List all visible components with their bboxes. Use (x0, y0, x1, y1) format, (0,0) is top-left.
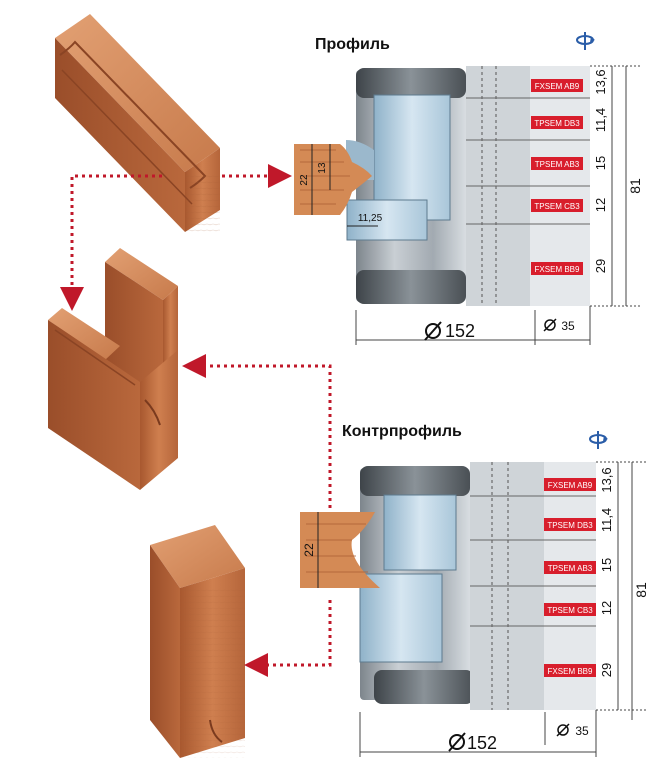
profile-dimension-texts: 13,6 11,4 15 12 29 81 152 35 22 13 11,25 (299, 69, 643, 341)
bore-label: 35 (561, 319, 575, 333)
workpiece-height-label: 22 (299, 174, 310, 186)
arrow-counter-to-joint (182, 354, 332, 515)
rotation-arrow-icon (576, 32, 595, 50)
profiled-rail-piece (55, 14, 220, 232)
stile-piece (150, 525, 245, 758)
thickness-label: 13,6 (593, 69, 608, 94)
cutter-label: FXSEM AB9 (535, 82, 580, 91)
thickness-label: 12 (593, 198, 608, 212)
cutter-label: FXSEM AB9 (548, 481, 593, 490)
frame-joint-piece (48, 248, 178, 490)
diameter-label: 152 (445, 321, 475, 341)
cutter-label: TPSEM DB3 (534, 119, 580, 128)
cutter-label: TPSEM AB3 (548, 564, 593, 573)
cutter-label: TPSEM AB3 (535, 160, 580, 169)
diameter-label: 152 (467, 733, 497, 753)
workpiece-height-label: 22 (302, 543, 316, 557)
total-thickness-label: 81 (633, 582, 649, 598)
cutter-label: FXSEM BB9 (535, 265, 580, 274)
arrow-rail-to-joint (60, 174, 162, 311)
rotation-arrow-icon (589, 431, 608, 449)
profile-cutter-labels[interactable]: FXSEM AB9 TPSEM DB3 TPSEM AB3 TPSEM CB3 … (531, 79, 583, 275)
thickness-label: 11,4 (599, 508, 614, 532)
counter-dimension-texts: 13,6 11,4 15 12 29 81 152 35 22 (302, 467, 649, 753)
counter-profile-title: Контрпрофиль (342, 423, 462, 440)
profile-width-label: 11,25 (358, 213, 383, 224)
thickness-label: 29 (593, 259, 608, 273)
arrow-counter-to-stile (244, 600, 332, 677)
thickness-label: 13,6 (599, 467, 614, 492)
profile-title: Профиль (315, 36, 390, 53)
flow-arrows (60, 164, 332, 677)
diameter-icon (424, 321, 442, 341)
bore-diameter-icon (556, 723, 570, 737)
profile-depth-label: 13 (317, 162, 328, 174)
profile-cutter-stack (294, 65, 640, 345)
thickness-label: 15 (599, 558, 614, 572)
cutter-label: TPSEM CB3 (534, 202, 580, 211)
total-thickness-label: 81 (627, 178, 643, 194)
counter-cutter-labels[interactable]: FXSEM AB9 TPSEM DB3 TPSEM AB3 TPSEM CB3 … (544, 478, 596, 677)
thickness-label: 15 (593, 156, 608, 170)
cutter-label: TPSEM DB3 (547, 521, 593, 530)
thickness-label: 11,4 (593, 108, 608, 132)
thickness-label: 12 (599, 601, 614, 615)
bore-diameter-icon (543, 318, 557, 332)
thickness-label: 29 (599, 663, 614, 677)
cutter-label: FXSEM BB9 (548, 667, 593, 676)
bore-label: 35 (575, 724, 589, 738)
diameter-icon (448, 732, 466, 752)
cutter-label: TPSEM CB3 (547, 606, 593, 615)
